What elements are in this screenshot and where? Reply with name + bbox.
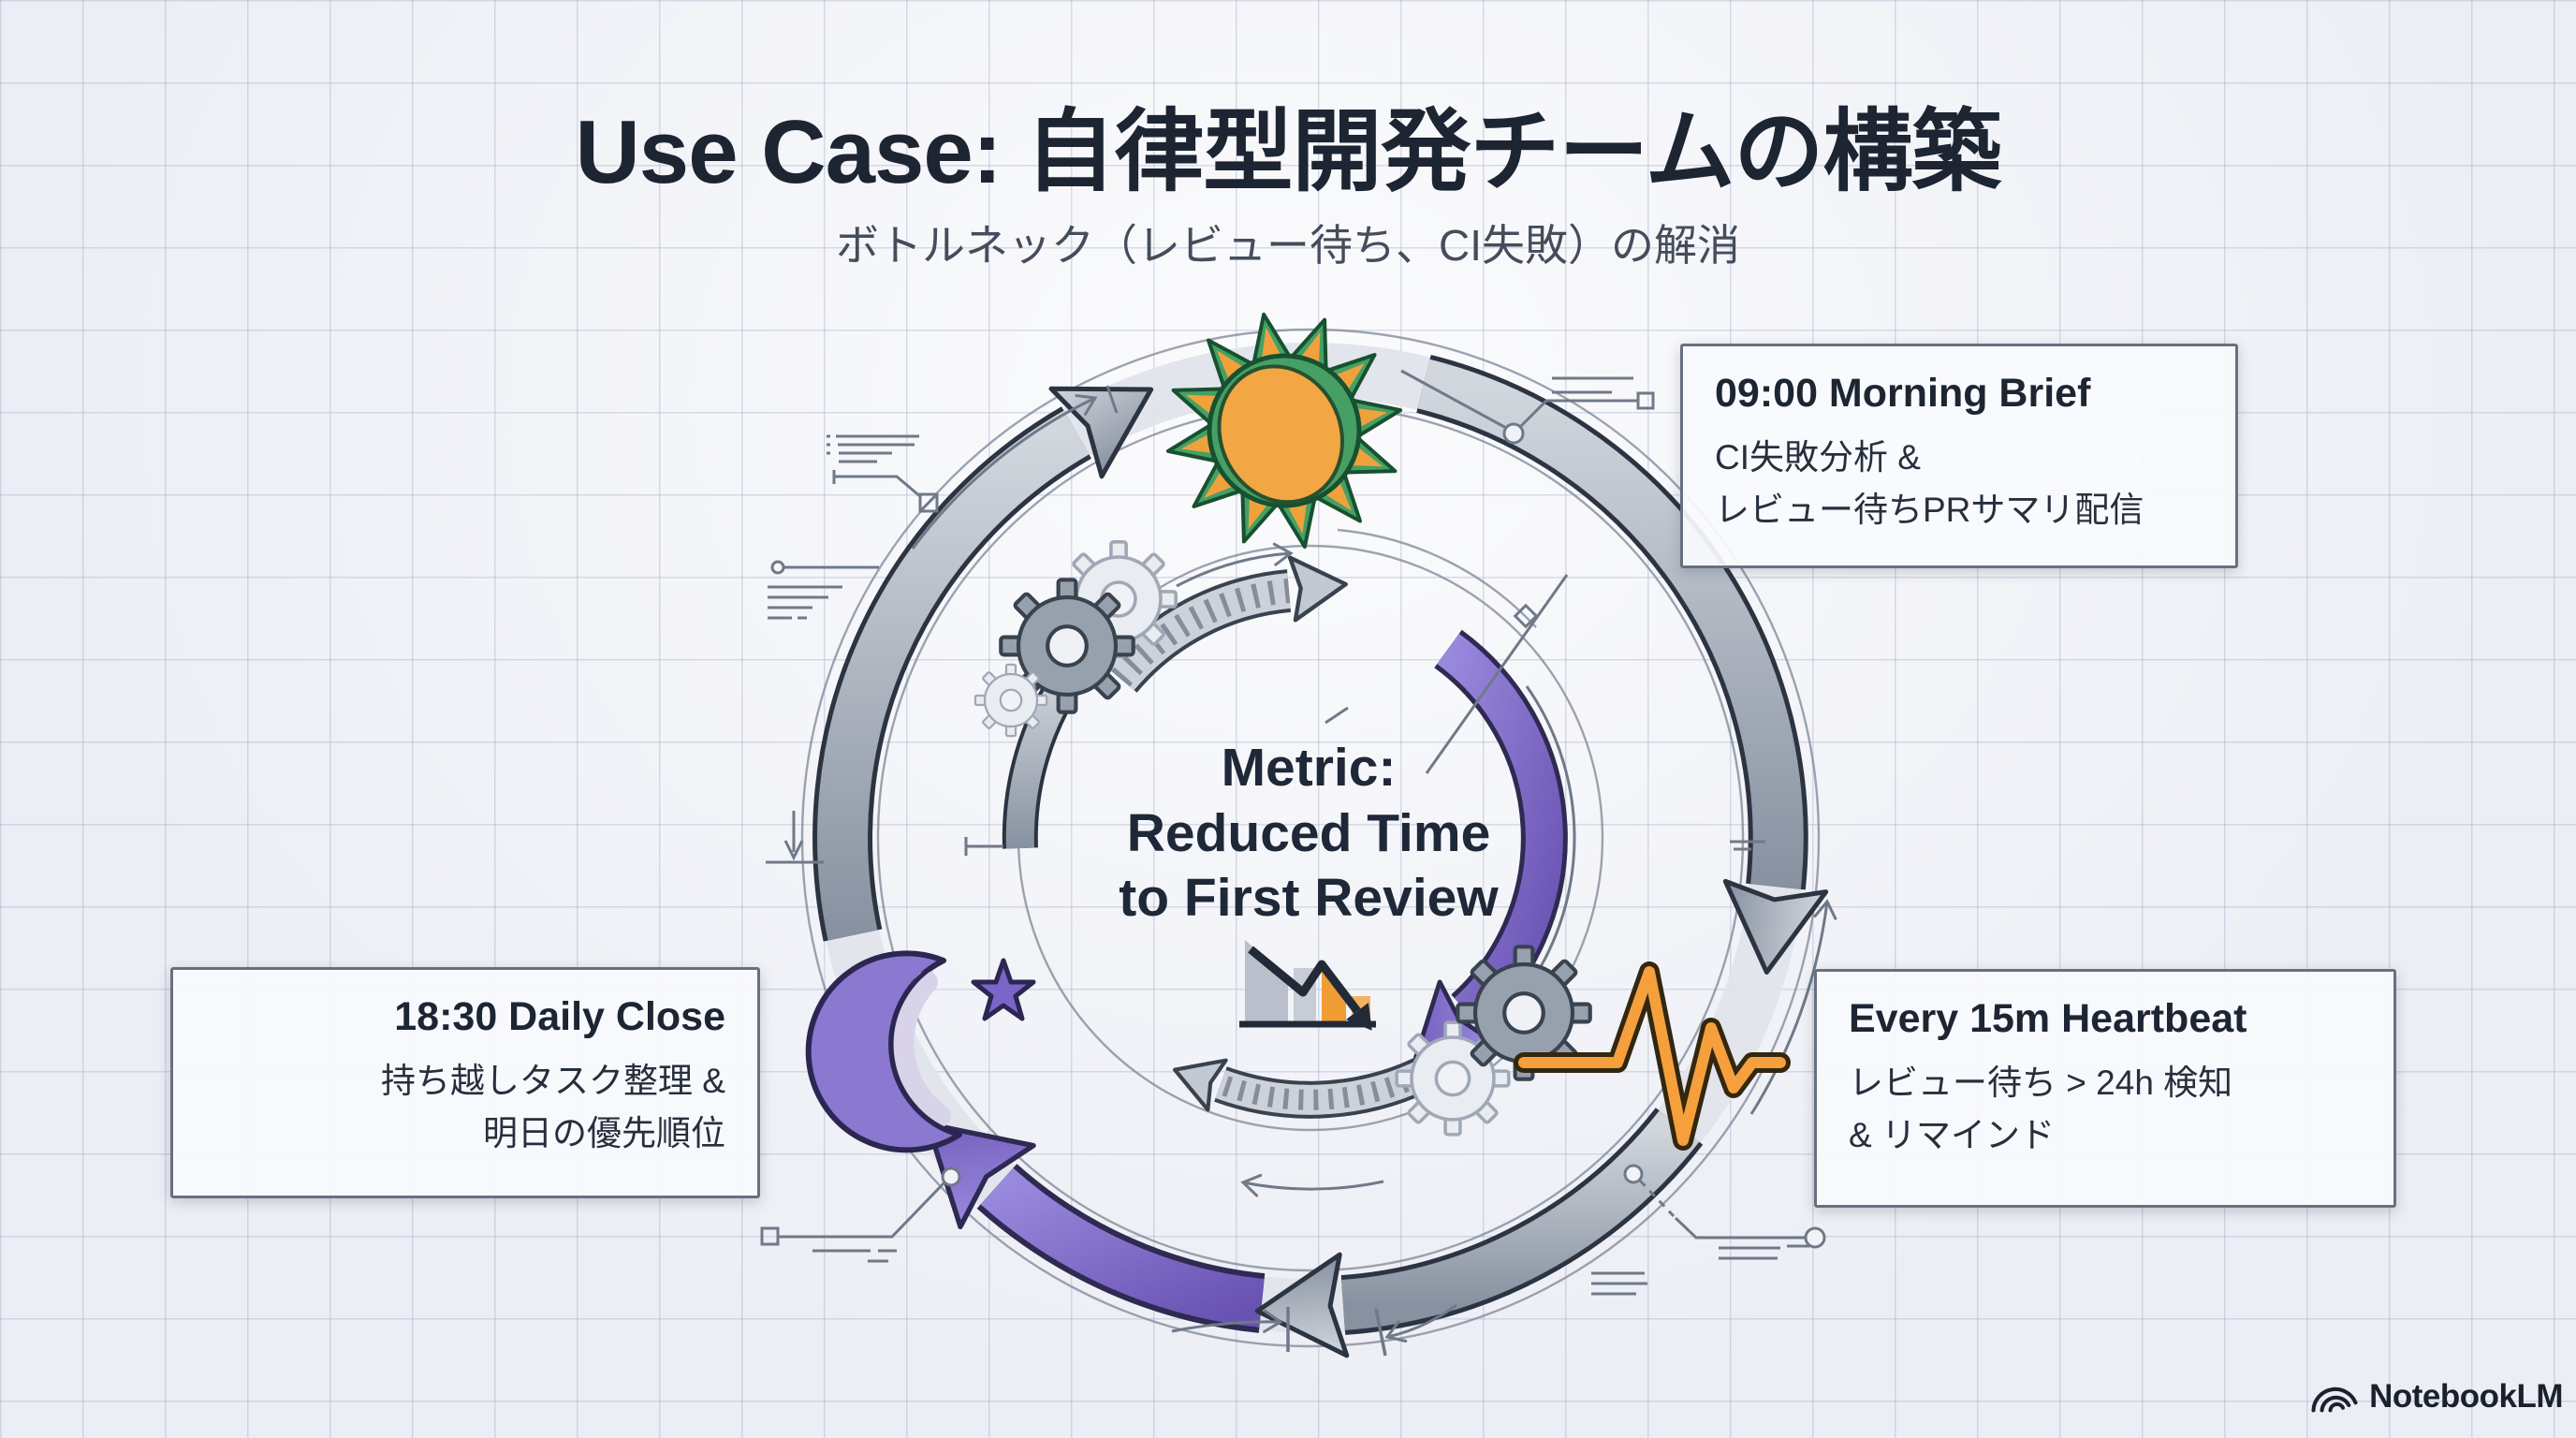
- callout-daily-close-line2: 明日の優先順位: [483, 1113, 725, 1152]
- callout-morning-line2: レビュー待ちPRサマリ配信: [1715, 490, 2144, 529]
- gear-icon-cluster-lower: [1395, 946, 1590, 1137]
- callout-morning-line1: CI失敗分析 &: [1715, 438, 1921, 477]
- declining-chart-icon: [1239, 940, 1376, 1031]
- metric-line-3: to First Review: [1119, 868, 1499, 929]
- inner-striped-arc-bottom: [1165, 1045, 1442, 1119]
- cycle-arrow-bottom-left: [1253, 1108, 1704, 1361]
- center-metric-label: Metric: Reduced Time to First Review: [981, 736, 1636, 932]
- metric-line-1: Metric:: [1221, 738, 1397, 798]
- sun-icon: [1165, 312, 1403, 550]
- callout-heartbeat-title: Every 15m Heartbeat: [1849, 996, 2247, 1041]
- notebooklm-logo-icon: [2311, 1387, 2358, 1413]
- inner-striped-arc-top: [1104, 553, 1349, 694]
- notebooklm-logo-text: NotebookLM: [2369, 1378, 2563, 1415]
- metric-line-2: Reduced Time: [1126, 802, 1491, 863]
- cycle-arrow-evening-purple: [891, 1083, 1266, 1333]
- callout-daily-close-title: 18:30 Daily Close: [394, 994, 725, 1039]
- callout-morning-brief: 09:00 Morning Brief CI失敗分析 & レビュー待ちPRサマリ…: [1680, 344, 2238, 568]
- notebooklm-branding: NotebookLM: [2309, 1376, 2563, 1417]
- callout-daily-close-line1: 持ち越しタスク整理 &: [381, 1062, 725, 1100]
- cycle-arrow-right-down: [1416, 354, 1826, 977]
- callout-heartbeat-line2: & リマインド: [1849, 1115, 2055, 1154]
- sketch-annotations: [760, 369, 1826, 1296]
- cycle-arrow-left-up: [812, 345, 1177, 942]
- star-icon: [971, 958, 1036, 1021]
- page-subtitle: ボトルネック（レビュー待ち、CI失敗）の解消: [836, 221, 1740, 270]
- heartbeat-pulse-icon: [1514, 961, 1791, 1151]
- callout-daily-close: 18:30 Daily Close 持ち越しタスク整理 & 明日の優先順位: [170, 967, 760, 1198]
- callout-heartbeat-line1: レビュー待ち > 24h 検知: [1849, 1064, 2233, 1102]
- moon-star-icon: [805, 950, 1036, 1153]
- gear-icon-cluster-upper: [973, 539, 1178, 738]
- sketch-thin-arrows: [911, 385, 1839, 1357]
- callout-heartbeat: Every 15m Heartbeat レビュー待ち > 24h 検知 & リマ…: [1814, 969, 2396, 1208]
- page-title: Use Case: 自律型開発チームの構築: [575, 102, 2001, 202]
- callout-morning-title: 09:00 Morning Brief: [1715, 371, 2091, 416]
